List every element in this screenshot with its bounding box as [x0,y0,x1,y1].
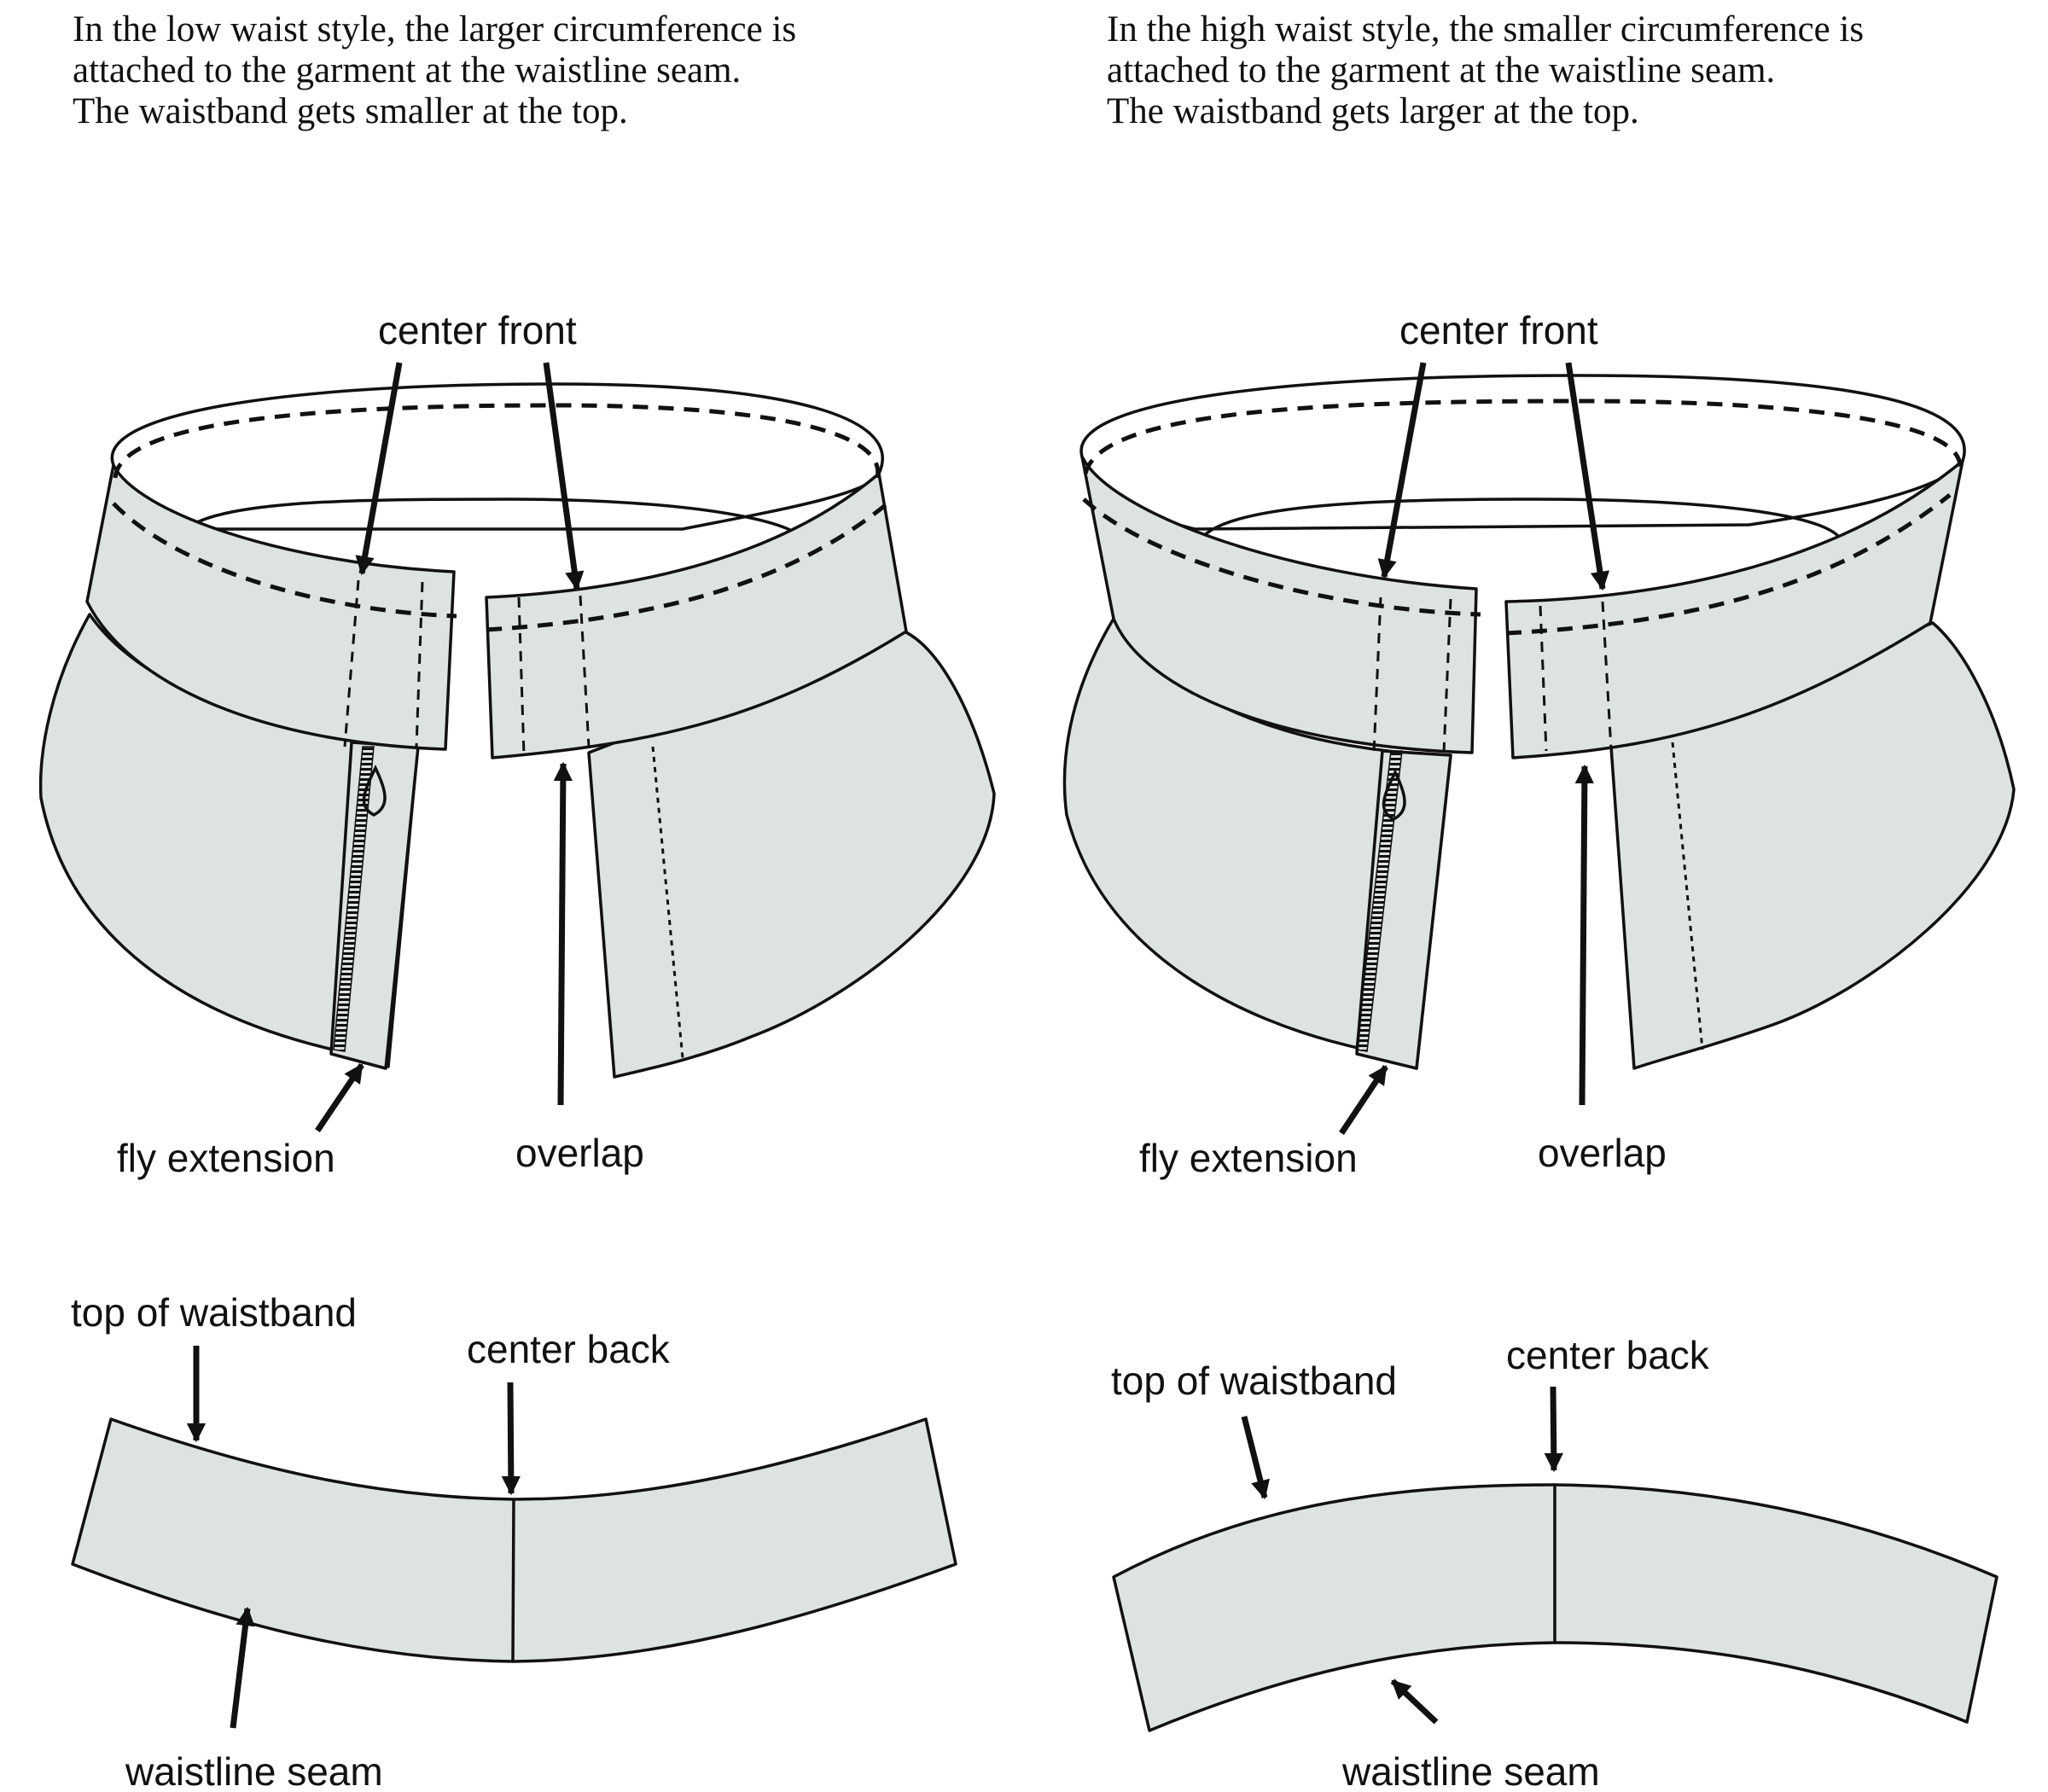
high-waist-seam-dashed-left [1082,497,1481,617]
low-waist-center-front-label: center front [378,308,577,352]
high-waist-lower-annotations: top of waistband center back waistline s… [1111,1333,1710,1792]
high-waist-center-back-label: center back [1506,1333,1710,1377]
high-waist-seam-dashed-right [1505,493,1952,636]
low-waist-garment-right [587,630,996,1079]
low-waist-zipper-teeth [333,746,375,1052]
low-waist-fly-extension-label: fly extension [117,1136,335,1180]
high-waist-caption: In the high waist style, the smaller cir… [1107,9,1864,131]
high-waist-band-inner-rim [1079,374,1966,531]
low-waist-center-front-arrow-left [355,362,403,576]
low-waist-band-left [85,463,456,751]
high-waist-center-front-arrow-right [1565,362,1610,591]
low-waist-cf-right-2 [579,595,591,748]
high-waist-caption-line-1: In the high waist style, the smaller cir… [1107,9,1864,49]
high-waist-center-front-label: center front [1399,308,1598,352]
high-waist-cf-right [1539,605,1548,752]
low-waist-center-back-arrow [501,1382,521,1496]
low-waist-lower-annotations: top of waistband center back waistline s… [71,1290,671,1792]
low-waist-center-back-label: center back [467,1327,671,1371]
high-waist-overlap-label: overlap [1538,1131,1667,1175]
low-waist-overlap-label: overlap [515,1131,644,1175]
high-waist-top-of-waistband-arrow [1241,1416,1270,1500]
high-waist-back-inner-curve [1197,497,1845,548]
high-waist-zipper-pull [1382,769,1406,821]
high-waist-flat-waistband [1112,1483,1999,1732]
low-waist-right-stitch [651,746,684,1059]
low-waist-flat-center-back-line [511,1498,515,1663]
high-waist-fly-extension-label: fly extension [1139,1136,1358,1180]
low-waist-waistline-seam-label: waistline seam [125,1749,383,1792]
high-waist-overlap-arrow [1574,764,1595,1106]
high-waist-top-dashed [1083,399,1963,474]
low-waist-overlap-arrow [553,761,573,1106]
low-waist-fly-extension-arrow [315,1063,364,1132]
low-waist-caption-line-1: In the low waist style, the larger circu… [73,9,796,49]
low-waist-center-front-arrow-right [543,362,585,591]
high-waist-upper-annotations: center front fly extension overlap [1139,308,1667,1180]
low-waist-seam-dashed-left [112,502,457,619]
low-waist-seam-dashed-right [486,502,889,632]
low-waist-top-of-waistband-label: top of waistband [71,1290,357,1335]
low-waist-caption: In the low waist style, the larger circu… [73,9,796,131]
high-waist-fly-extension-arrow [1339,1065,1388,1135]
low-waist-garment-illustration [38,382,996,1079]
low-waist-back-inner-curve [177,497,809,552]
low-waist-zipper-pull [362,765,387,817]
high-waist-center-front-arrow-left [1377,362,1427,579]
low-waist-cf-right [517,596,526,756]
high-waist-waistline-seam-arrow [1390,1679,1439,1725]
high-waist-fly-extension [1355,749,1452,1070]
high-waist-garment-illustration [1062,374,2016,1070]
high-waist-right-stitch [1671,742,1704,1050]
high-waist-cf-left-2 [1442,598,1452,753]
low-waist-upper-annotations: center front fly extension overlap [117,308,644,1180]
high-waist-zipper-teeth [1355,750,1403,1052]
high-waist-garment-right [1609,621,2016,1070]
high-waist-caption-line-2: attached to the garment at the waistline… [1107,50,1775,90]
high-waist-top-of-waistband-label: top of waistband [1111,1359,1397,1403]
high-waist-cf-right-2 [1601,601,1613,750]
high-waist-center-back-arrow [1544,1386,1563,1473]
low-waist-band-right [485,472,908,759]
low-waist-waistline-seam-arrow [230,1606,255,1729]
low-waist-band-inner-rim [110,382,884,531]
high-waist-band-right [1504,459,1964,759]
high-waist-cf-left [1372,596,1382,753]
low-waist-top-dashed [113,403,881,479]
high-waist-waistline-seam-label: waistline seam [1341,1749,1600,1792]
low-waist-caption-line-3: The waistband gets smaller at the top. [73,91,628,131]
low-waist-caption-line-2: attached to the garment at the waistline… [73,50,741,90]
low-waist-flat-waistband [71,1417,957,1663]
low-waist-cf-left-2 [415,581,424,748]
high-waist-caption-line-3: The waistband gets larger at the top. [1107,91,1639,131]
low-waist-cf-left [343,579,360,748]
